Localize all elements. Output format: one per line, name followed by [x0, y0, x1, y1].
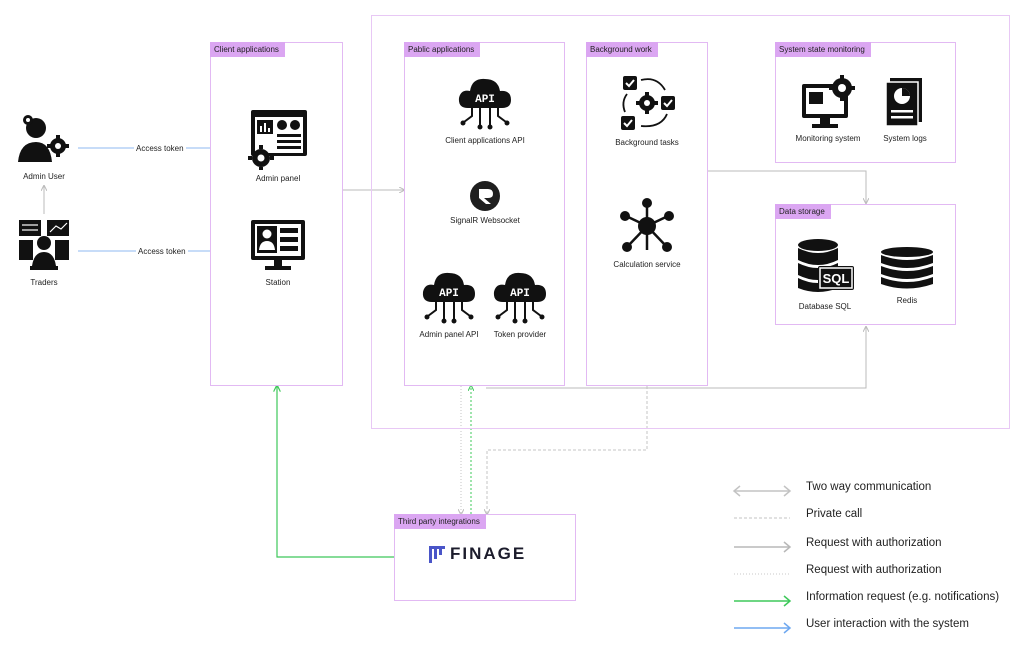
background-tasks-label: Background tasks	[615, 138, 679, 147]
legend-green-arrow-line	[734, 595, 792, 607]
legend-label: User interaction with the system	[806, 618, 969, 630]
admin-panel-api-label: Admin panel API	[419, 330, 479, 339]
legend-label: Request with authorization	[806, 537, 942, 549]
dashboard-gear-icon	[248, 110, 307, 170]
system-logs-label: System logs	[883, 134, 927, 143]
legend-arrow-line	[734, 541, 792, 553]
group-tag-public-applications: Pablic applications	[404, 42, 481, 57]
node-token-provider[interactable]: API Token provider	[487, 268, 553, 339]
traders-label: Traders	[30, 278, 58, 287]
group-tag-third-party-integrations: Third party integrations	[394, 514, 486, 529]
token-provider-label: Token provider	[493, 330, 547, 339]
node-client-applications-api[interactable]: API Client applications API	[430, 74, 540, 145]
node-admin-panel-api[interactable]: API Admin panel API	[416, 268, 482, 339]
legend-label: Private call	[806, 508, 863, 520]
legend-double-arrow-line	[732, 485, 792, 497]
admin-user-gears-icon	[18, 115, 69, 162]
monitor-profile-icon	[251, 220, 305, 270]
node-traders[interactable]: Traders	[12, 216, 76, 287]
calculation-service-label: Calculation service	[613, 260, 681, 269]
log-document-icon	[885, 78, 922, 127]
admin-panel-label: Admin panel	[255, 174, 301, 183]
database-sql-icon: SQL	[798, 239, 854, 292]
signalr-websocket-label: SignalR Websocket	[450, 216, 520, 225]
cloud-api-icon: API	[422, 272, 475, 324]
redis-stack-icon	[881, 247, 933, 289]
edge-bg-to-thirdparty	[487, 386, 648, 514]
legend-dashed-line	[734, 517, 790, 519]
legend-label: Information request (e.g. notifications)	[806, 591, 1000, 603]
monitor-gear-icon	[802, 75, 855, 128]
group-tag-client-applications: Client applications	[210, 42, 285, 57]
finage-wordmark: FINAGE	[450, 544, 527, 563]
system-boundary	[371, 15, 1010, 429]
access-token-label-admin: Access token	[134, 144, 186, 153]
task-cycle-gear-icon	[621, 76, 675, 130]
redis-label: Redis	[896, 296, 918, 305]
legend-label: Request with authorization	[806, 564, 942, 576]
svg-text:API: API	[439, 288, 459, 300]
network-hub-icon	[620, 198, 674, 252]
access-token-label-traders: Access token	[136, 247, 188, 256]
node-redis[interactable]: Redis	[874, 246, 940, 305]
node-station[interactable]: Station	[236, 218, 320, 287]
group-system-state-monitoring: System state monitoring	[775, 42, 956, 163]
svg-text:API: API	[510, 288, 530, 300]
group-client-applications: Client applications	[210, 42, 343, 386]
group-third-party-integrations: Third party integrations	[394, 514, 576, 601]
node-admin-panel[interactable]: Admin panel	[236, 108, 320, 183]
edge-thirdparty-to-client	[277, 386, 394, 558]
node-system-logs[interactable]: System logs	[872, 74, 938, 143]
group-tag-data-storage: Data storage	[775, 204, 831, 219]
svg-text:API: API	[475, 94, 495, 106]
finage-logo[interactable]: FINAGE	[428, 544, 526, 564]
group-tag-system-state-monitoring: System state monitoring	[775, 42, 871, 57]
group-tag-background-work: Background work	[586, 42, 658, 57]
edge-public-to-storage	[486, 327, 866, 389]
node-background-tasks[interactable]: Background tasks	[604, 72, 690, 147]
node-signalr-websocket[interactable]: SignalR Websocket	[430, 180, 540, 225]
legend-dotted-line	[734, 573, 790, 575]
cloud-api-icon: API	[458, 78, 511, 130]
monitoring-system-label: Monitoring system	[795, 134, 861, 143]
svg-text:SQL: SQL	[823, 271, 850, 286]
legend-blue-arrow-line	[734, 622, 792, 634]
cloud-api-icon: API	[493, 272, 546, 324]
node-monitoring-system[interactable]: Monitoring system	[790, 74, 866, 143]
node-admin-user[interactable]: Admin User	[12, 112, 76, 181]
admin-user-label: Admin User	[23, 172, 65, 181]
client-applications-api-label: Client applications API	[445, 136, 525, 145]
database-sql-label: Database SQL	[798, 302, 852, 311]
node-database-sql[interactable]: SQL Database SQL	[790, 236, 860, 311]
finage-logo-icon	[429, 546, 445, 563]
station-label: Station	[265, 278, 291, 287]
signalr-logo-icon	[470, 181, 500, 211]
legend-label: Two way communication	[806, 481, 932, 493]
trader-screens-icon	[19, 220, 69, 270]
node-calculation-service[interactable]: Calculation service	[604, 196, 690, 269]
edge-bg-to-storage	[708, 170, 866, 203]
